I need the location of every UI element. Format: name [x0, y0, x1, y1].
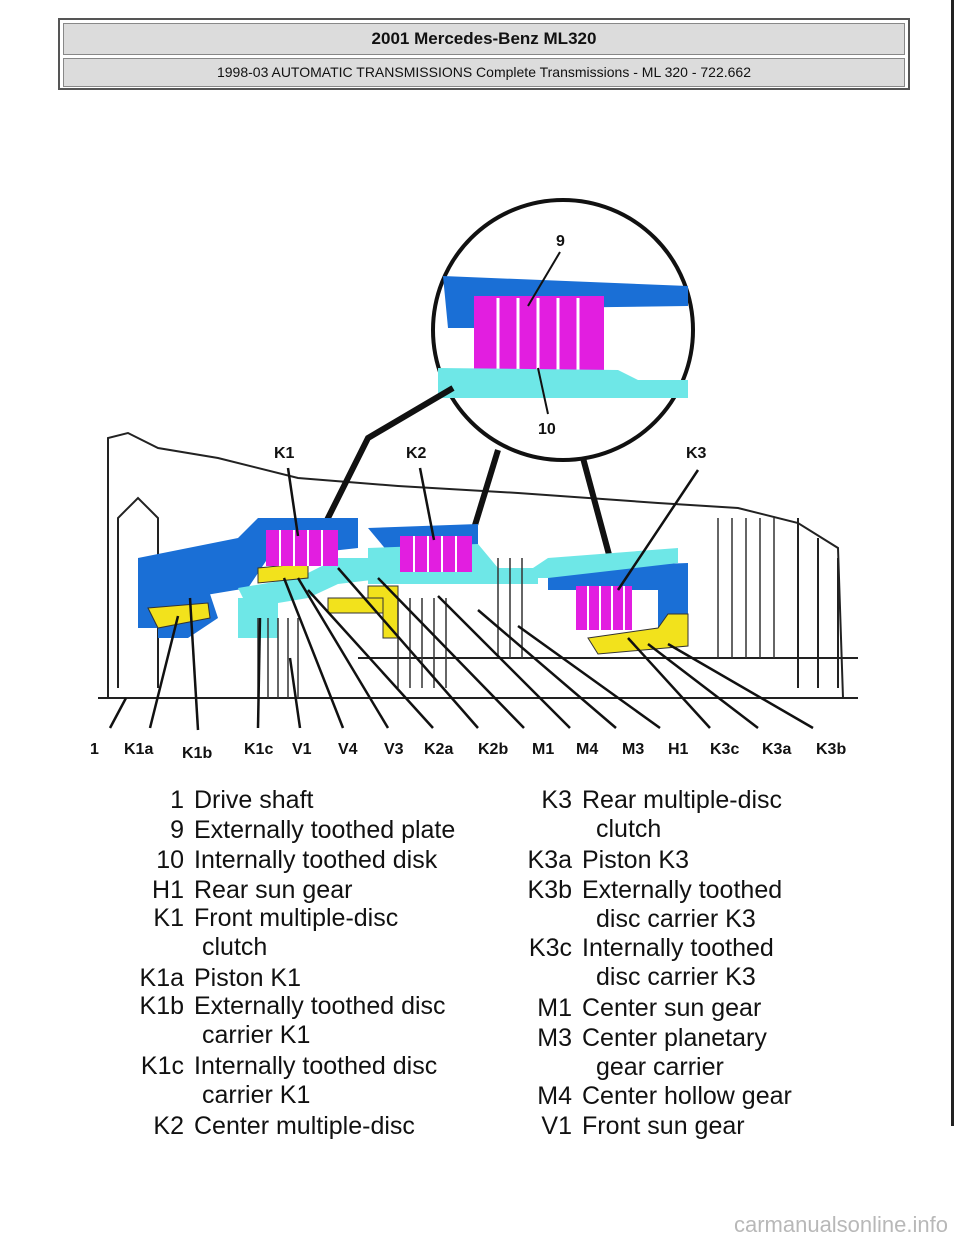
part-label-v4: V4 [338, 741, 358, 758]
legend-code: K3 [541, 786, 572, 814]
transmission-diagram: 9 10 [90, 198, 858, 762]
legend-desc-continued: carrier K1 [202, 1081, 311, 1109]
legend-desc: Piston K3 [582, 846, 690, 874]
legend-code: K1b [139, 992, 184, 1020]
document-header: 2001 Mercedes-Benz ML320 1998-03 AUTOMAT… [58, 18, 910, 90]
legend-item: 9 Externally toothed plate [120, 816, 455, 845]
legend-code: K3c [528, 934, 572, 962]
part-label-h1: H1 [668, 741, 689, 758]
legend-desc: Front sun gear [582, 1112, 745, 1140]
legend-desc: Center multiple-disc [194, 1112, 415, 1140]
legend-code: K2 [153, 1112, 184, 1140]
legend-code: H1 [152, 876, 184, 904]
legend-code: 9 [170, 816, 184, 844]
legend-item: K1a Piston K1 [120, 964, 302, 993]
legend-desc: Rear sun gear [194, 876, 353, 904]
parts-legend: 1 Drive shaft 9 Externally toothed plate 1… [0, 786, 954, 1140]
legend-code: K3b [527, 876, 572, 904]
part-label-k1a: K1a [124, 741, 153, 758]
legend-desc-continued: disc carrier K3 [596, 963, 756, 991]
legend-code: K1c [140, 1052, 184, 1080]
part-label-v3: V3 [384, 741, 404, 758]
legend-desc: Rear multiple-disc [582, 786, 783, 814]
legend-desc-continued: carrier K1 [202, 1021, 311, 1049]
legend-code: M1 [537, 994, 572, 1022]
legend-code: 1 [170, 786, 184, 814]
legend-code: V1 [541, 1112, 572, 1140]
part-label-k3b: K3b [816, 741, 846, 758]
legend-item: M4 Center hollow gear [500, 1082, 792, 1111]
legend-item: H1 Rear sun gear [120, 876, 352, 905]
legend-item: K3b Externally toothed disc carrier K3 [500, 876, 783, 934]
legend-desc-continued: clutch [596, 815, 662, 843]
legend-code: M3 [537, 1024, 572, 1052]
legend-desc-continued: gear carrier [596, 1053, 724, 1081]
part-label-k1b: K1b [182, 745, 212, 762]
magenta-disc-packs [266, 530, 632, 630]
legend-item: K1c Internally toothed disc carrier K1 [120, 1052, 437, 1110]
legend-desc: Center sun gear [582, 994, 762, 1022]
vehicle-title: 2001 Mercedes-Benz ML320 [63, 23, 905, 55]
group-labels: K1 K2 K3 [274, 445, 707, 462]
legend-desc: Center planetary [582, 1024, 767, 1052]
callout-label-10: 10 [538, 421, 556, 438]
part-label-m1: M1 [532, 741, 554, 758]
legend-desc: Drive shaft [194, 786, 314, 814]
legend-item: 1 Drive shaft [120, 786, 313, 815]
legend-desc: Externally toothed disc [194, 992, 446, 1020]
label-leaders [108, 467, 814, 731]
legend-code: M4 [537, 1082, 572, 1110]
legend-item: K1 Front multiple-disc clutch [120, 904, 398, 962]
part-label-1: 1 [90, 741, 99, 758]
legend-code: 10 [156, 846, 184, 874]
part-label-v1: V1 [292, 741, 312, 758]
legend-desc: Externally toothed [582, 876, 783, 904]
page-frame [951, 0, 954, 1126]
legend-code: K3a [527, 846, 572, 874]
legend-item: K3c Internally toothed disc carrier K3 [500, 934, 774, 992]
callout-label-9: 9 [556, 233, 565, 250]
part-label-m4: M4 [576, 741, 598, 758]
legend-desc-continued: disc carrier K3 [596, 905, 756, 933]
legend-item: M1 Center sun gear [500, 994, 761, 1023]
group-label-k1: K1 [274, 445, 295, 462]
legend-item: V1 Front sun gear [500, 1112, 745, 1141]
legend-item: K2 Center multiple-disc [120, 1112, 415, 1141]
legend-desc: Center hollow gear [582, 1082, 792, 1110]
legend-desc: Piston K1 [194, 964, 302, 992]
group-label-k3: K3 [686, 445, 707, 462]
magnified-callout: 9 10 [431, 198, 695, 462]
legend-desc: Front multiple-disc [194, 904, 399, 932]
part-label-k2a: K2a [424, 741, 453, 758]
part-label-k3c: K3c [710, 741, 739, 758]
section-subtitle: 1998-03 AUTOMATIC TRANSMISSIONS Complete… [63, 58, 905, 87]
legend-item: K1b Externally toothed disc carrier K1 [120, 992, 446, 1050]
legend-item: K3 Rear multiple-disc clutch [500, 786, 782, 844]
site-watermark: carmanualsonline.info [733, 1212, 948, 1237]
part-label-m3: M3 [622, 741, 644, 758]
legend-desc-continued: clutch [202, 933, 268, 961]
group-label-k2: K2 [406, 445, 427, 462]
legend-code: K1a [139, 964, 184, 992]
legend-desc: Internally toothed disc [194, 1052, 438, 1080]
legend-item: K3a Piston K3 [500, 846, 690, 875]
legend-desc: Internally toothed disk [194, 846, 438, 874]
legend-item: M3 Center planetary gear carrier [500, 1024, 767, 1082]
bottom-labels: 1 K1a K1b K1c V1 V4 V3 K2a K2b M1 M4 M3 … [90, 741, 846, 762]
part-label-k2b: K2b [478, 741, 508, 758]
legend-code: K1 [153, 904, 184, 932]
legend-item: 10 Internally toothed disk [120, 846, 437, 875]
part-label-k1c: K1c [244, 741, 273, 758]
legend-desc: Externally toothed plate [194, 816, 456, 844]
part-label-k3a: K3a [762, 741, 791, 758]
legend-desc: Internally toothed [582, 934, 774, 962]
